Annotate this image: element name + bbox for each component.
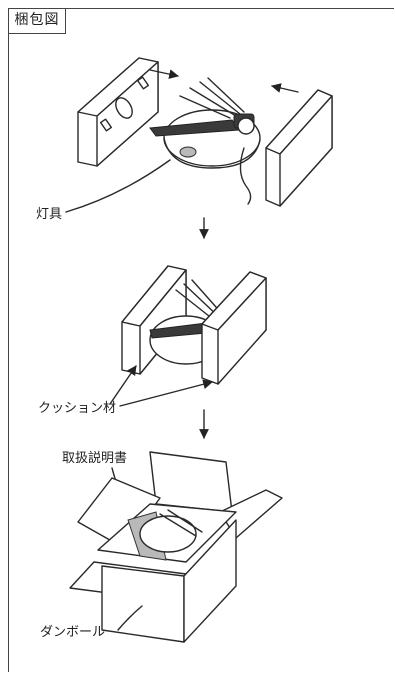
box-right-face (183, 519, 237, 643)
arrow-insert-right (149, 69, 179, 79)
diagram-title: 梱包図 (8, 8, 66, 34)
box-back-flap (149, 451, 233, 513)
leader-cushion-right (119, 379, 213, 407)
box-front-face (101, 565, 185, 643)
light-fixture (149, 77, 261, 205)
step2-group: クッション材 (38, 265, 267, 416)
box-left-flap (77, 477, 161, 549)
leader-cushion-left (109, 365, 137, 405)
label-cardboard: ダンボール (40, 625, 105, 640)
label-manual: 取扱説明書 (62, 450, 127, 466)
right-cushion-block (265, 89, 333, 207)
diagram-frame (8, 8, 394, 672)
step1-group: 灯具 (36, 57, 333, 222)
label-cushion: クッション材 (38, 401, 116, 416)
leader-cardboard (117, 605, 143, 631)
arrow-insert-left (271, 83, 299, 93)
leader-fixture (65, 159, 171, 213)
step3-group: 取扱説明書 ダンボール (40, 450, 283, 643)
left-cushion-block (77, 57, 159, 167)
label-fixture: 灯具 (36, 207, 62, 222)
